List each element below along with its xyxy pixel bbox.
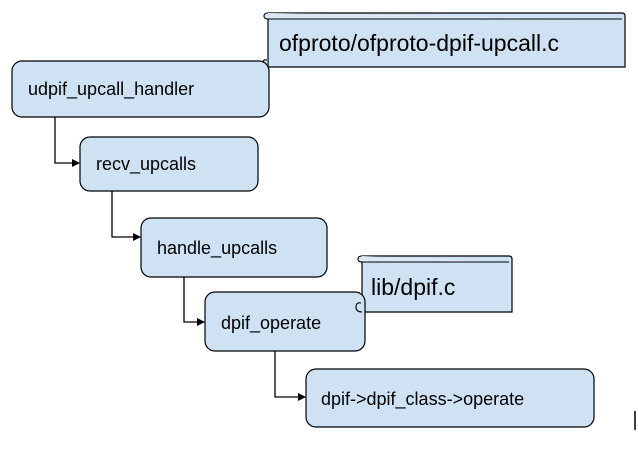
node-recv-upcalls: recv_upcalls (79, 136, 259, 192)
node-dpif-operate: dpif_operate (204, 291, 366, 352)
node-recv-upcalls-label: recv_upcalls (96, 154, 196, 175)
node-handle-upcalls-label: handle_upcalls (157, 238, 277, 259)
node-udpif-upcall-handler-label: udpif_upcall_handler (28, 79, 194, 100)
connector-dpif-operate-to-class-operate (274, 351, 306, 401)
lib-dpif-file-note: lib/dpif.c (357, 255, 513, 313)
connector-upcall-handler-to-recv-upcalls (54, 117, 80, 167)
ofproto-file-label: ofproto/ofproto-dpif-upcall.c (279, 30, 559, 56)
node-dpif-class-operate-label: dpif->dpif_class->operate (321, 389, 524, 410)
lib-dpif-note-curl (355, 302, 363, 313)
lib-dpif-file-label: lib/dpif.c (371, 274, 455, 300)
node-handle-upcalls: handle_upcalls (140, 217, 328, 278)
connector-recv-upcalls-to-handle-upcalls (111, 191, 141, 241)
node-udpif-upcall-handler: udpif_upcall_handler (11, 60, 270, 118)
node-dpif-operate-label: dpif_operate (221, 313, 321, 334)
ofproto-file-note: ofproto/ofproto-dpif-upcall.c (262, 12, 626, 68)
connector-handle-upcalls-to-dpif-operate (183, 277, 205, 326)
node-dpif-class-operate: dpif->dpif_class->operate (305, 368, 595, 428)
